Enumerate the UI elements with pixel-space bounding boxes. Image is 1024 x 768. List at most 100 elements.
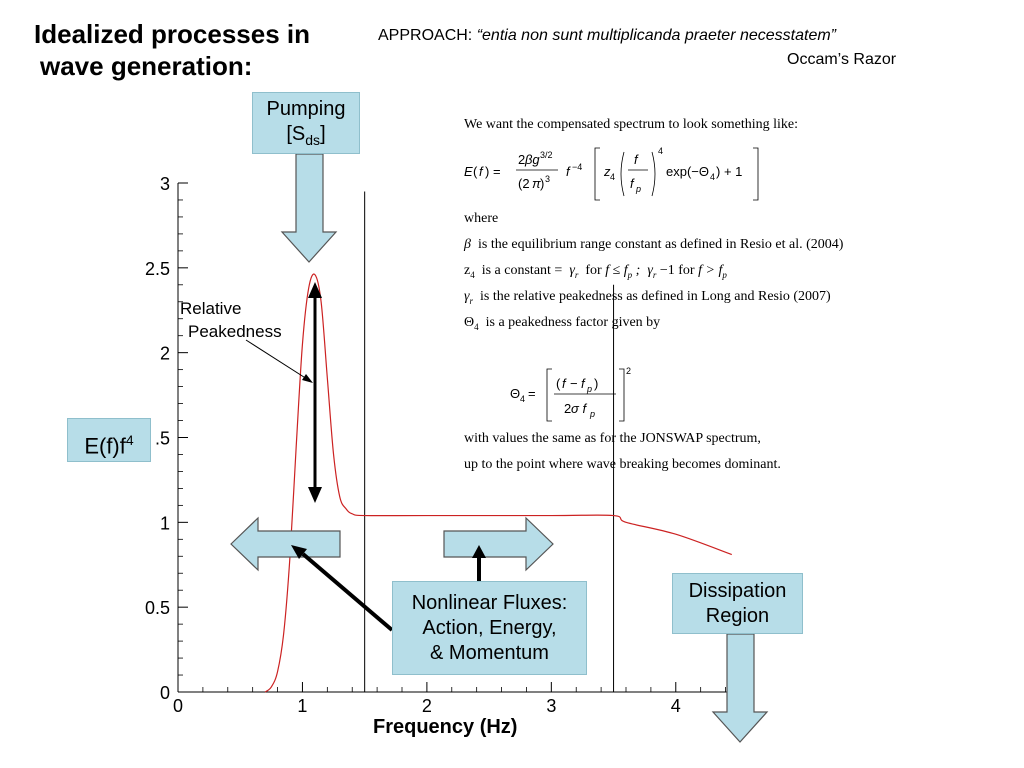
y-tick-label: 2 — [160, 344, 170, 364]
beta-definition: is the equilibrium range constant as def… — [477, 237, 844, 252]
relative-line-2: Peakedness — [188, 322, 282, 341]
pumping-term-pre: [S — [286, 123, 306, 145]
y-axis-label-sup: 4 — [125, 432, 134, 448]
y-axis-label-box: E(f)f4 — [67, 418, 151, 462]
y-tick-label: 0 — [160, 683, 170, 703]
closing-line-2: up to the point where wave breaking beco… — [464, 457, 781, 472]
svg-text:exp(−Θ: exp(−Θ — [666, 164, 709, 179]
y-tick-label: 1 — [160, 513, 170, 533]
where-text: where — [464, 211, 499, 226]
svg-text:σ f: σ f — [571, 401, 587, 416]
svg-text:2: 2 — [564, 401, 571, 416]
z4-condition: γr for f ≤ fp ; γr −1 for f > fp — [565, 263, 727, 280]
gamma-definition: is the relative peakedness as defined in… — [480, 289, 831, 304]
pumping-box: Pumping [Sds] — [252, 92, 360, 154]
approach-quote: “entia non sunt multiplicanda praeter ne… — [476, 27, 837, 44]
z4-symbol: z4 — [464, 263, 475, 280]
svg-text:) =: ) = — [485, 164, 501, 179]
svg-text:π: π — [532, 176, 541, 191]
svg-text:2: 2 — [518, 152, 525, 167]
svg-text:p: p — [586, 384, 592, 394]
y-axis-label: E(f)f — [84, 433, 126, 459]
y-tick-label: 0.5 — [145, 598, 170, 618]
spectrum-curve — [264, 273, 732, 693]
pumping-term: [Sds] — [253, 122, 359, 153]
approach-label: APPROACH: — [378, 27, 473, 44]
title-line-2: wave generation: — [40, 51, 253, 81]
y-tick-label: 2.5 — [145, 259, 170, 279]
title-line-1: Idealized processes in — [34, 19, 311, 49]
peakedness-pointer — [245, 339, 308, 380]
theta-equation: Θ 4 = ( f − f p ) 2 σ f p 2 — [510, 366, 631, 422]
beta-symbol: β — [464, 237, 471, 252]
theta-line: Θ4 is a peakedness factor given by — [464, 314, 660, 336]
dissipation-line-2: Region — [705, 605, 770, 627]
closing-line-1: with values the same as for the JONSWAP … — [464, 431, 761, 446]
svg-text:(2: (2 — [518, 176, 530, 191]
svg-text:4: 4 — [658, 146, 663, 156]
nonlinear-pointer-left-head — [291, 545, 307, 559]
relative-line-1: Relative — [180, 299, 242, 318]
slide-title: Idealized processes in wave generation: — [34, 18, 310, 82]
spectrum-equation: E ( f ) = 2 βg 3/2 (2 π ) 3 f −4 z 4 f f… — [464, 146, 759, 201]
svg-text:E: E — [464, 164, 473, 179]
svg-text:βg: βg — [524, 152, 540, 167]
theta-definition: is a peakedness factor given by — [485, 315, 661, 330]
svg-text:f: f — [581, 376, 586, 391]
x-tick-label: 1 — [297, 696, 307, 716]
dissipation-box: Dissipation Region — [672, 573, 803, 634]
nonlinear-line-2: Action, Energy, — [422, 617, 557, 639]
svg-text:3/2: 3/2 — [540, 150, 553, 160]
pumping-term-sub: ds — [305, 132, 321, 148]
svg-text:p: p — [635, 184, 641, 194]
svg-text:): ) — [594, 376, 598, 391]
gamma-line: γr is the relative peakedness as defined… — [464, 288, 831, 310]
beta-line: β is the equilibrium range constant as d… — [464, 236, 843, 254]
svg-text:4: 4 — [520, 394, 525, 404]
flux-right-arrow — [443, 516, 554, 572]
x-tick-label: 3 — [546, 696, 556, 716]
svg-text:f: f — [479, 164, 484, 179]
svg-text:): ) — [540, 176, 544, 191]
nonlinear-fluxes-box: Nonlinear Fluxes: Action, Energy, & Mome… — [392, 581, 587, 675]
svg-text:(: ( — [556, 376, 561, 391]
nonlinear-line-3: & Momentum — [430, 642, 549, 664]
svg-text:f: f — [562, 376, 567, 391]
x-tick-label: 2 — [422, 696, 432, 716]
nonlinear-pointer-right-head — [472, 545, 486, 558]
svg-text:f: f — [634, 152, 639, 167]
svg-text:2: 2 — [626, 366, 631, 376]
svg-text:−4: −4 — [572, 162, 582, 172]
pumping-term-post: ] — [320, 123, 326, 145]
relative-peakedness-label: Relative Peakedness — [180, 297, 282, 343]
peakedness-arrowhead-bottom — [308, 487, 322, 503]
svg-text:3: 3 — [545, 174, 550, 184]
svg-text:p: p — [589, 409, 595, 419]
intro-text: We want the compensated spectrum to look… — [464, 117, 799, 132]
y-tick-label: .5 — [155, 429, 170, 449]
dissipation-line-1: Dissipation — [688, 580, 787, 602]
peakedness-arrowhead-top — [308, 282, 322, 298]
svg-text:Θ: Θ — [510, 386, 520, 401]
svg-text:) + 1: ) + 1 — [716, 164, 742, 179]
x-tick-label: 0 — [173, 696, 183, 716]
svg-text:z: z — [603, 164, 611, 179]
x-axis-label: Frequency (Hz) — [373, 716, 518, 738]
nonlinear-pointer-left — [301, 552, 394, 632]
z4-definition: is a constant = — [481, 263, 563, 278]
chart-ticks: 0 0.5 1 2 2.5 3 .5 0 1 2 3 4 — [145, 174, 726, 716]
svg-text:(: ( — [473, 164, 478, 179]
approach-text: APPROACH: “entia non sunt multiplicanda … — [378, 27, 836, 45]
dissipation-arrow — [711, 633, 769, 743]
pumping-arrow — [280, 153, 338, 263]
pumping-label: Pumping — [266, 98, 346, 120]
attribution: Occam’s Razor — [787, 51, 897, 68]
svg-text:=: = — [528, 386, 536, 401]
nonlinear-line-1: Nonlinear Fluxes: — [411, 592, 568, 614]
z4-line: z4 is a constant = γr for f ≤ fp ; γr −1… — [464, 262, 727, 284]
svg-text:f: f — [630, 176, 635, 191]
x-tick-label: 4 — [671, 696, 681, 716]
flux-left-arrow — [230, 516, 341, 572]
theta-symbol: Θ4 — [464, 315, 479, 332]
